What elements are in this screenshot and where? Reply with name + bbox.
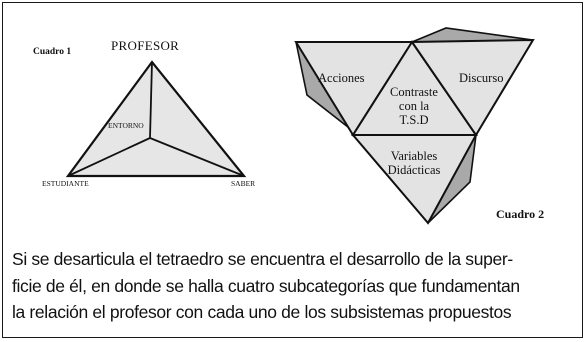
cuadro1-edge-left (67, 137, 151, 177)
face-discurso (410, 38, 535, 137)
face-variables (350, 134, 478, 225)
caption-line-2: ficie de él, en donde se halla cuatro su… (12, 275, 520, 296)
vertex-saber-label: SABER (231, 179, 255, 188)
caption-text: Si se desarticula el tetraedro se encuen… (12, 246, 578, 326)
cuadro1-edge-right (149, 137, 245, 177)
cuadro1-diagram: Cuadro 1 PROFESOR ENTORNO ESTUDIANTE SAB… (33, 38, 255, 188)
cuadro1-edge-top (149, 61, 153, 139)
caption-line-1: Si se desarticula el tetraedro se encuen… (12, 249, 513, 269)
vertex-profesor-label: PROFESOR (111, 38, 179, 53)
cuadro2-diagram: Acciones Discurso Contraste con la T.S.D… (294, 27, 544, 225)
discurso-label: Discurso (459, 71, 503, 85)
acciones-label: Acciones (318, 71, 365, 85)
contraste-label-line1: Contraste (390, 85, 438, 99)
contraste-label-line3: T.S.D (400, 113, 429, 127)
cuadro1-label: Cuadro 1 (33, 47, 71, 57)
variables-label-line1: Variables (391, 149, 438, 163)
caption-line-3: la relación el profesor con cada uno de … (12, 302, 512, 322)
cuadro2-label: Cuadro 2 (496, 207, 544, 221)
contraste-label-line2: con la (399, 99, 430, 113)
cuadro1-triangle (65, 60, 247, 178)
entorno-label: ENTORNO (108, 121, 144, 130)
vertex-estudiante-label: ESTUDIANTE (42, 179, 89, 188)
variables-label-line2: Didácticas (388, 163, 441, 177)
